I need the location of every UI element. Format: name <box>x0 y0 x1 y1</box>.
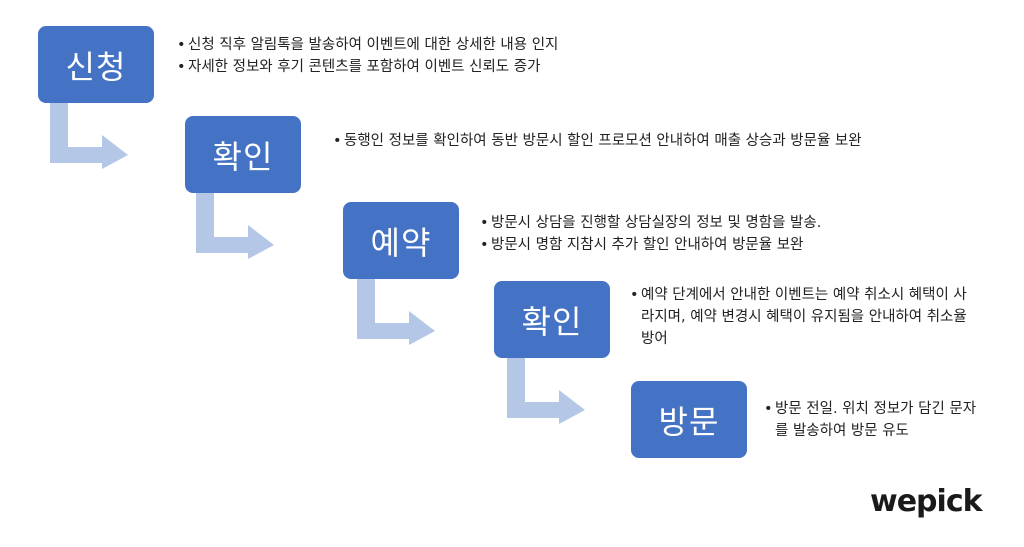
list-item: 방문 전일. 위치 정보가 담긴 문자를 발송하여 방문 유도 <box>764 398 979 442</box>
step-confirm: 확인 <box>185 116 301 193</box>
arrow-4 <box>507 358 585 424</box>
step-reconfirm: 확인 <box>494 281 610 358</box>
step-reserve: 예약 <box>343 202 459 279</box>
list-item: 방문시 명함 지참시 추가 할인 안내하여 방문율 보완 <box>480 234 920 256</box>
step-apply-description: 신청 직후 알림톡을 발송하여 이벤트에 대한 상세한 내용 인지 자세한 정보… <box>177 34 657 78</box>
arrow-2 <box>196 193 274 259</box>
list-item: 자세한 정보와 후기 콘텐츠를 포함하여 이벤트 신뢰도 증가 <box>177 56 657 78</box>
step-reconfirm-description: 예약 단계에서 안내한 이벤트는 예약 취소시 혜택이 사라지며, 예약 변경시… <box>630 284 980 350</box>
list-item: 동행인 정보를 확인하여 동반 방문시 할인 프로모션 안내하여 매출 상승과 … <box>333 130 913 152</box>
list-item: 신청 직후 알림톡을 발송하여 이벤트에 대한 상세한 내용 인지 <box>177 34 657 56</box>
list-item: 예약 단계에서 안내한 이벤트는 예약 취소시 혜택이 사라지며, 예약 변경시… <box>630 284 980 350</box>
step-visit-description: 방문 전일. 위치 정보가 담긴 문자를 발송하여 방문 유도 <box>764 398 979 442</box>
list-item: 방문시 상담을 진행할 상담실장의 정보 및 명함을 발송. <box>480 212 920 234</box>
arrow-1 <box>50 103 128 169</box>
step-visit: 방문 <box>631 381 747 458</box>
wepick-logo: wepick <box>870 484 983 519</box>
step-reserve-description: 방문시 상담을 진행할 상담실장의 정보 및 명함을 발송. 방문시 명함 지참… <box>480 212 920 256</box>
step-confirm-description: 동행인 정보를 확인하여 동반 방문시 할인 프로모션 안내하여 매출 상승과 … <box>333 130 913 152</box>
arrow-3 <box>357 279 435 345</box>
step-apply: 신청 <box>38 26 154 103</box>
